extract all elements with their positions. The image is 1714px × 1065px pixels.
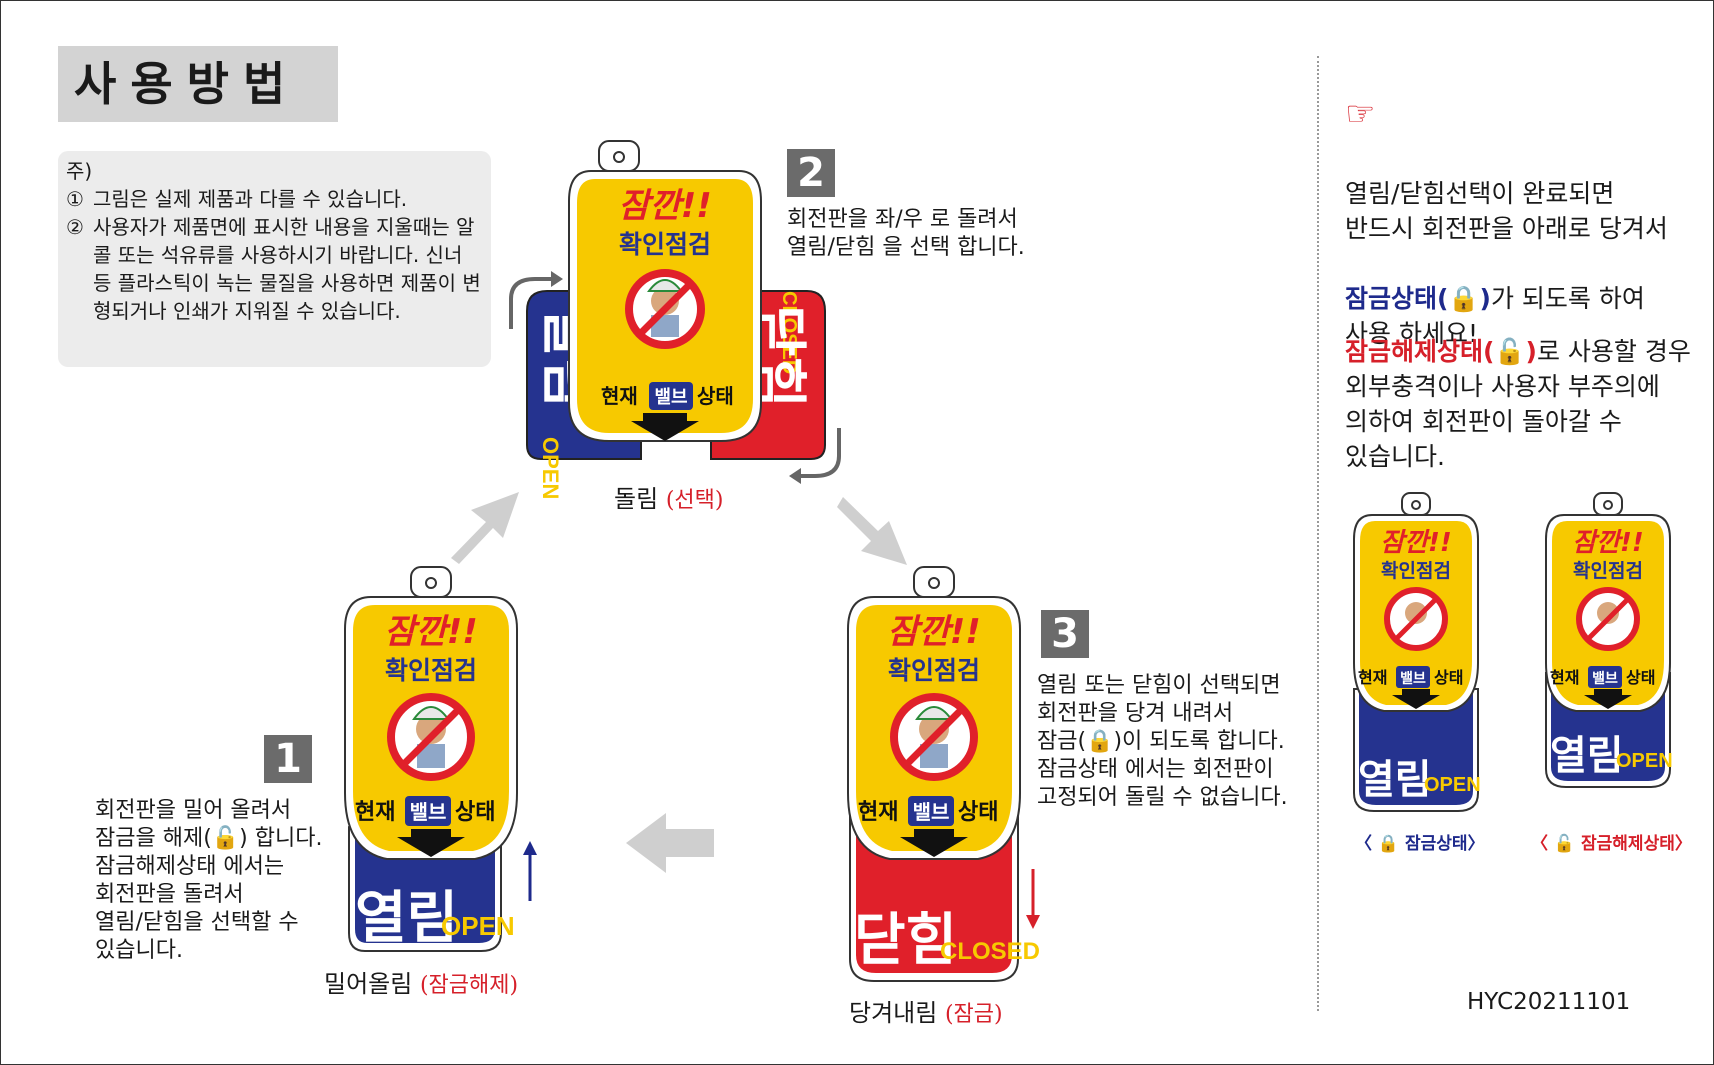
note-mark: ① [66, 187, 84, 211]
tag-title: 잠깐!! [887, 612, 981, 652]
tag-bottom-a: 현재 [1550, 668, 1579, 687]
right-paragraph-1: 열림/닫힘선택이 완료되면 반드시 회전판을 아래로 당겨서 잠금상태(🔒)가 … [1345, 141, 1668, 351]
step-1-caption: 밀어올림 (잠금해제) [324, 964, 518, 999]
open-ko: 열림 [1550, 733, 1624, 779]
page-title: 사용방법 [58, 46, 338, 122]
tag-bottom-c: 상태 [455, 800, 495, 825]
tag-bottom-c: 상태 [958, 800, 998, 825]
step-3-caption: 당겨내림 (잠금) [849, 993, 1003, 1028]
note-text: 사용자가 제품면에 표시한 내용을 지울때는 알콜 또는 석유류를 사용하시기 … [93, 215, 481, 323]
step-2-text: 회전판을 좌/우 로 돌려서 열림/닫힘 을 선택 합니다. [787, 207, 1025, 260]
closed-ko: 닫힘 [854, 908, 957, 973]
step-1-text: 회전판을 밀어 올려서 잠금을 해제(🔓) 합니다. 잠금해제상태 에서는 회전… [95, 798, 323, 963]
tag-subtitle: 확인점검 [385, 656, 477, 685]
open-en: OPEN [1616, 750, 1673, 772]
caption-locked: 〈 🔒 잠금상태〉 [1355, 834, 1485, 854]
step-3-caption-main: 당겨내림 [849, 999, 938, 1027]
step-2-caption-main: 돌림 [614, 485, 659, 513]
tag-bottom-b: 밸브 [410, 800, 447, 824]
tag-title: 잠깐!! [1380, 528, 1452, 558]
tag-bottom-b: 밸브 [1400, 670, 1426, 687]
flow-arrow-up-right [451, 492, 519, 564]
step-1-number: 1 [264, 735, 312, 783]
tag-bottom-b: 밸브 [1592, 670, 1618, 687]
tag-title: 잠깐!! [618, 186, 712, 226]
wing-open-text: OPEN [538, 437, 563, 499]
tag-bottom-a: 현재 [355, 800, 395, 825]
pull-down-arrow-icon [1026, 869, 1040, 929]
tag-subtitle: 확인점검 [619, 230, 711, 259]
step-2-number: 2 [787, 149, 835, 197]
tag-bottom-a: 현재 [858, 800, 898, 825]
note-item: ① 그림은 실제 제품과 다를 수 있습니다. [66, 185, 483, 213]
tag-small-unlocked: 열림 OPEN 잠깐!! 확인점검 현재 밸브 상태 [1545, 492, 1673, 788]
tag-subtitle: 확인점검 [1573, 559, 1643, 582]
rotate-arrow-icon [509, 271, 563, 329]
open-en: OPEN [1424, 774, 1481, 796]
right-p1-a: 열림/닫힘선택이 완료되면 반드시 회전판을 아래로 당겨서 [1345, 179, 1668, 243]
push-up-arrow-icon [523, 841, 537, 901]
tag-small-locked: 열림 OPEN 잠깐!! 확인점검 현재 밸브 상태 [1353, 492, 1481, 812]
pointing-hand-icon: ☞ [1345, 94, 1376, 134]
wing-closed-text: CLOSED [778, 291, 800, 374]
caption-unlocked: 〈 🔓 잠금해제상태〉 [1531, 834, 1692, 854]
step-2-caption: 돌림 (선택) [614, 479, 723, 514]
tag-bottom-a: 현재 [601, 384, 638, 408]
note-mark: ② [66, 215, 84, 239]
column-divider [1317, 56, 1319, 1011]
right-p1-b: 잠금상태(🔒) [1345, 284, 1491, 313]
tag-subtitle: 확인점검 [1381, 559, 1451, 582]
rotate-arrow-icon [789, 428, 841, 484]
open-ko: 열림 [355, 886, 458, 951]
open-ko: 열림 [1358, 757, 1432, 803]
right-p2-b: 로 사용할 경우 외부충격이나 사용자 부주의에 의하여 회전판이 돌아갈 수 … [1345, 337, 1691, 471]
tag-title: 잠깐!! [384, 612, 478, 652]
step-2-caption-sub: (선택) [665, 488, 724, 513]
tag-unlocked-illustration: 열림 OPEN 잠깐!! 확인점검 현재 밸브 상태 [344, 566, 518, 952]
step-1-caption-sub: (잠금해제) [419, 973, 519, 998]
step-1-caption-main: 밀어올림 [324, 970, 413, 998]
tag-locked-illustration: 닫힘 CLOSED 잠깐!! 확인점검 현재 밸브 상태 [847, 566, 1040, 982]
flow-arrow-left [626, 813, 714, 873]
tag-bottom-b: 밸브 [654, 387, 687, 408]
tag-rotating-illustration: OPEN CLOSED 열림 닫힘 잠깐!! 확인점검 현재 밸브 상태 [526, 140, 826, 499]
right-paragraph-2: 잠금해제상태(🔓)로 사용할 경우 외부충격이나 사용자 부주의에 의하여 회전… [1345, 299, 1691, 474]
right-p1-c: 가 되도록 하여 사용 하세요! [1345, 284, 1645, 348]
note-text: 그림은 실제 제품과 다를 수 있습니다. [93, 187, 408, 211]
tag-subtitle: 확인점검 [888, 656, 980, 685]
note-box: 주) ① 그림은 실제 제품과 다를 수 있습니다. ② 사용자가 제품면에 표… [58, 151, 491, 367]
product-code: HYC20211101 [1467, 989, 1631, 1015]
step-3-number: 3 [1041, 610, 1089, 658]
note-head: 주) [66, 159, 93, 183]
tag-bottom-c: 상태 [1626, 668, 1655, 687]
closed-en: CLOSED [940, 938, 1040, 965]
open-en: OPEN [441, 911, 515, 941]
step-3-text: 열림 또는 닫힘이 선택되면 회전판을 당겨 내려서 잠금(🔒)이 되도록 합니… [1037, 673, 1288, 810]
tag-bottom-c: 상태 [1434, 668, 1463, 687]
right-p2-a: 잠금해제상태(🔓) [1345, 337, 1537, 366]
step-3-caption-sub: (잠금) [944, 1002, 1003, 1027]
tag-bottom-a: 현재 [1358, 668, 1387, 687]
note-item: ② 사용자가 제품면에 표시한 내용을 지울때는 알콜 또는 석유류를 사용하시… [66, 213, 483, 325]
tag-title: 잠깐!! [1572, 528, 1644, 558]
tag-bottom-c: 상태 [697, 384, 734, 408]
flow-arrow-down-right [837, 497, 907, 565]
tag-bottom-b: 밸브 [913, 800, 950, 824]
